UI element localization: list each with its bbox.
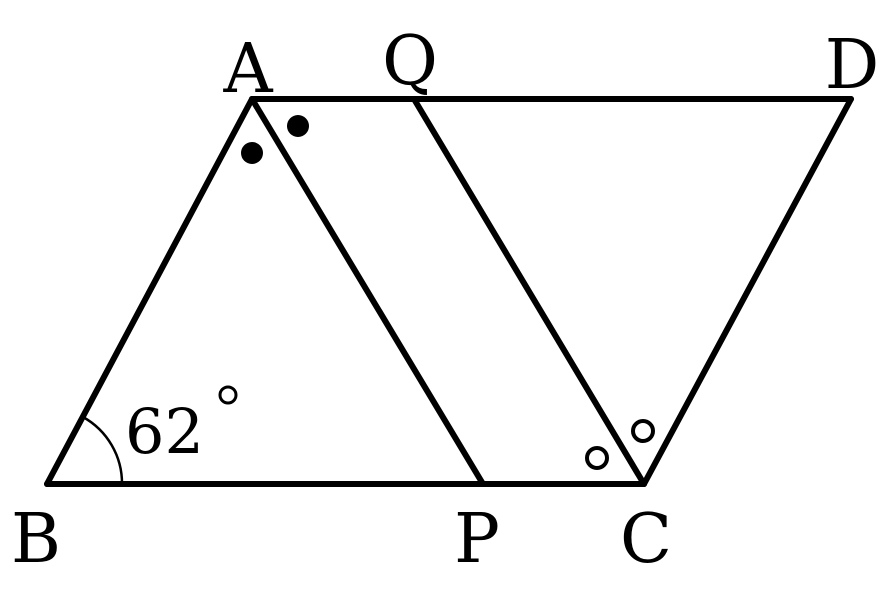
angle-mark-dot-left	[241, 142, 263, 164]
segment-AP	[249, 96, 486, 487]
angle-mark-ring-right	[631, 419, 655, 443]
angle-mark-dot-right	[287, 115, 309, 137]
angle-mark-ring-left	[585, 446, 609, 470]
label-Q: Q	[382, 22, 438, 101]
segment-AB	[44, 96, 255, 487]
label-A: A	[222, 30, 273, 109]
degree-symbol	[218, 385, 238, 405]
label-B: B	[11, 500, 61, 579]
angle-label-B: 62	[125, 395, 204, 468]
segment-QC	[411, 96, 647, 487]
segment-DC	[641, 96, 854, 487]
label-P: P	[454, 500, 500, 579]
angle-arc-B	[82, 415, 124, 485]
label-C: C	[620, 500, 672, 579]
label-D: D	[825, 26, 880, 105]
